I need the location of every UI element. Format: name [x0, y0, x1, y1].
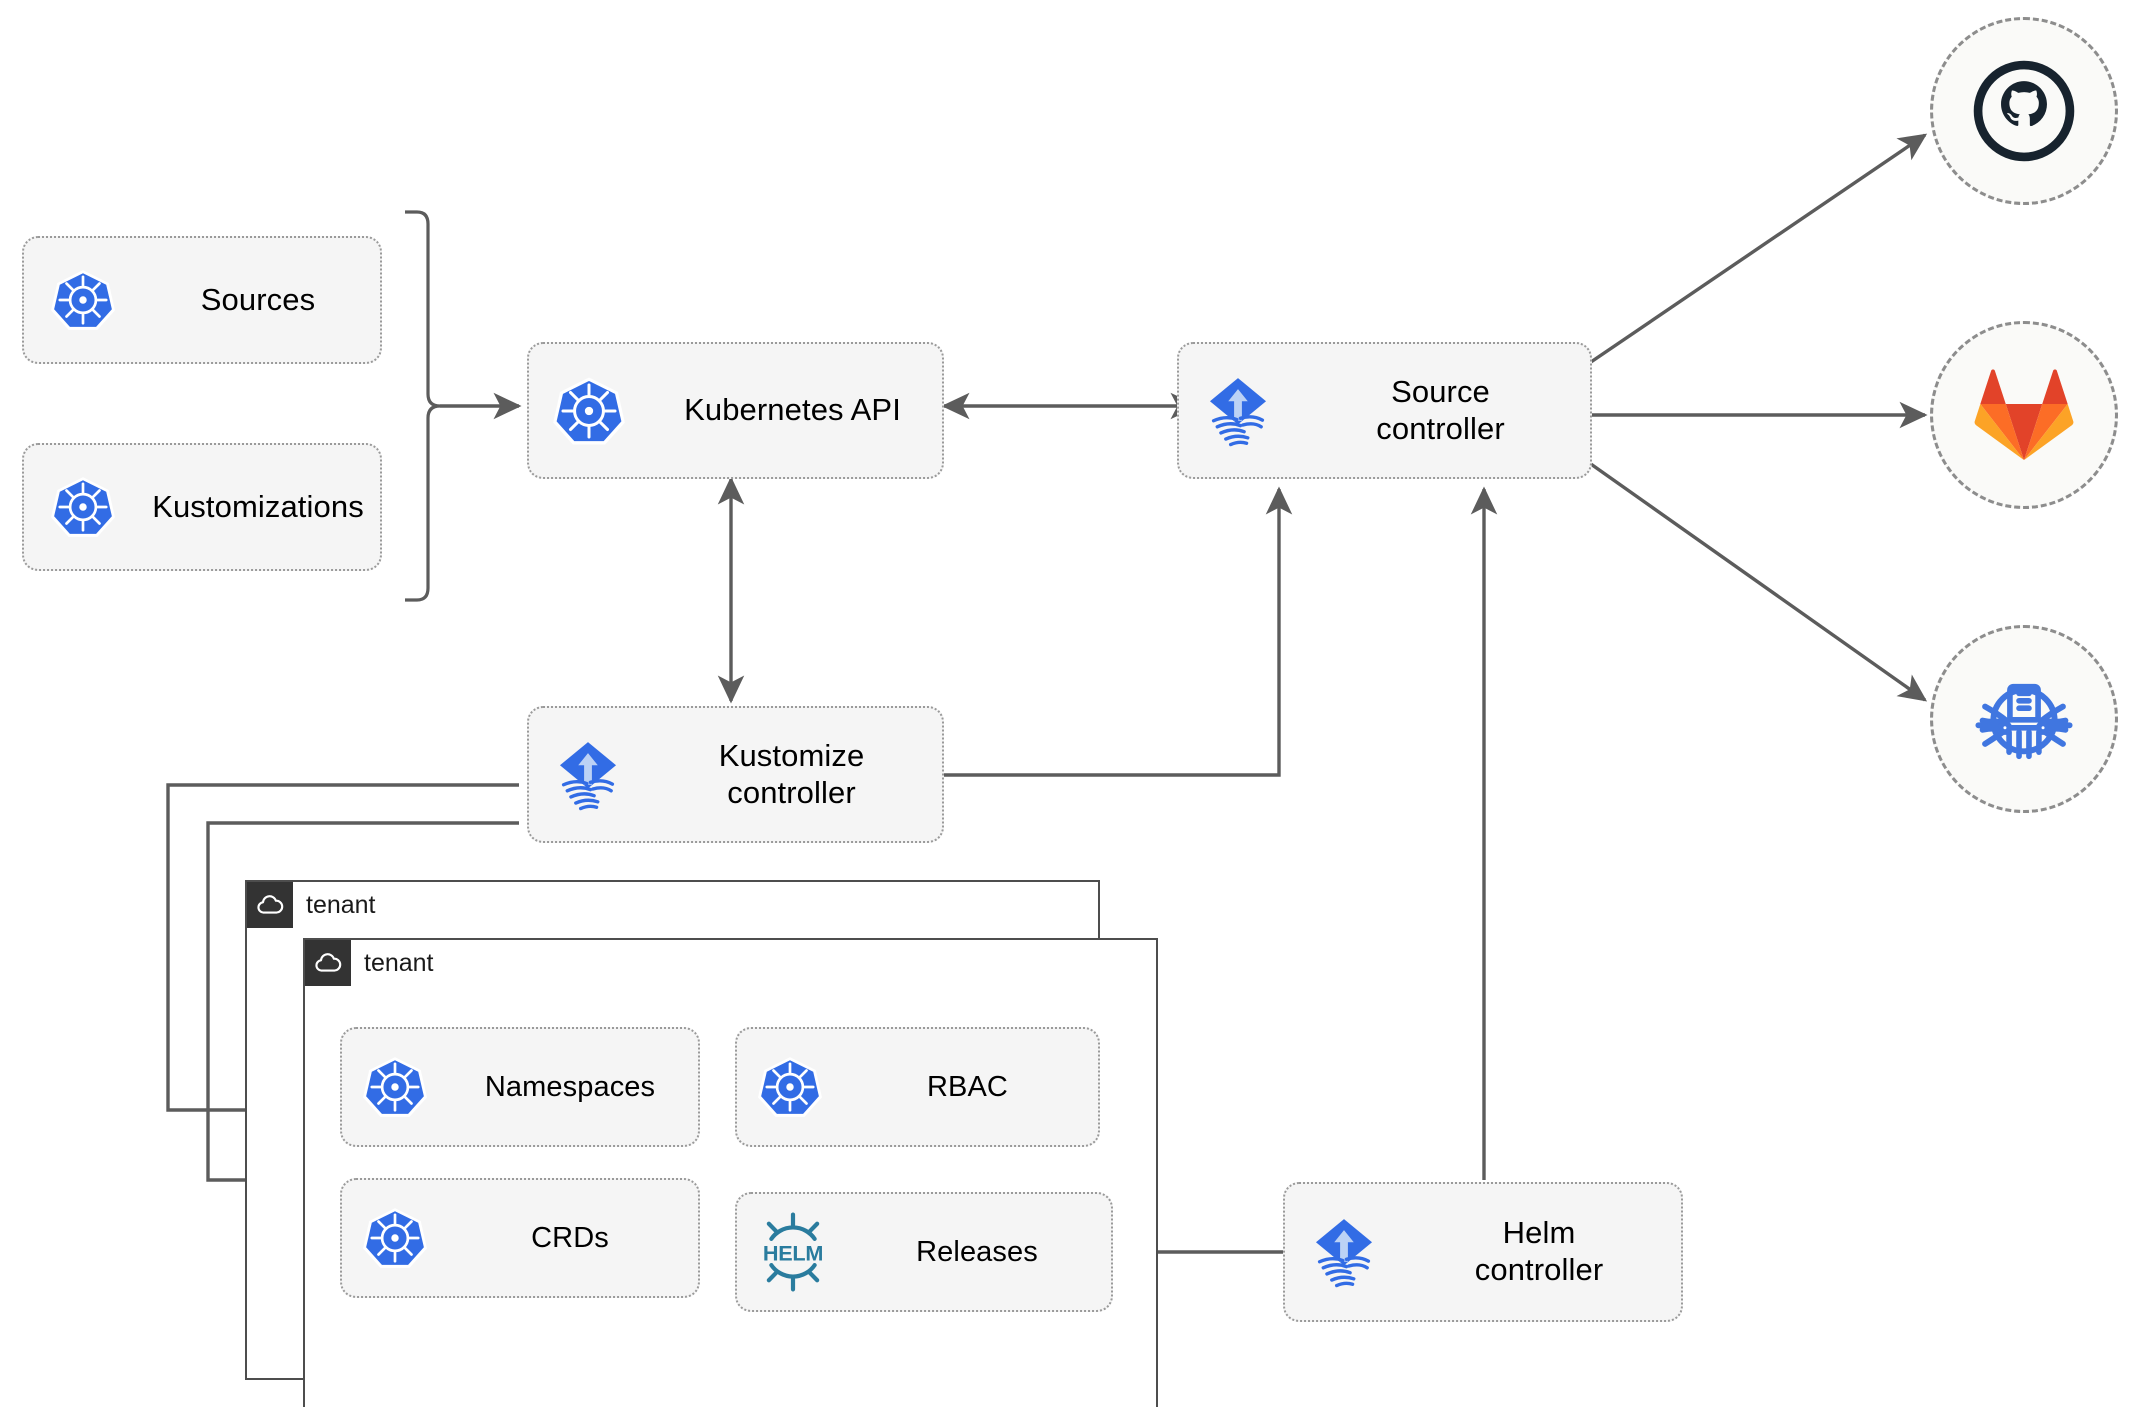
node-rbac-label: RBAC	[927, 1070, 1008, 1103]
node-crds-label: CRDs	[531, 1221, 609, 1254]
kubernetes-icon	[342, 1054, 448, 1120]
node-source-controller-label: Source controller	[1376, 373, 1505, 446]
node-kustomize-controller[interactable]: Kustomize controller	[527, 706, 944, 843]
node-rbac[interactable]: RBAC	[735, 1027, 1100, 1147]
endpoint-chartmuseum[interactable]	[1930, 625, 2118, 813]
kubernetes-icon	[24, 267, 142, 333]
kubernetes-icon	[737, 1054, 843, 1120]
tenant-outer-header: tenant	[247, 882, 376, 928]
node-helm-controller-label: Helm controller	[1474, 1215, 1604, 1287]
endpoint-github[interactable]	[1930, 17, 2118, 205]
node-namespaces-label: Namespaces	[484, 1070, 656, 1103]
node-sources[interactable]: Sources	[22, 236, 382, 364]
svg-text:HELM: HELM	[763, 1241, 823, 1266]
endpoint-gitlab[interactable]	[1930, 321, 2118, 509]
cloud-icon	[247, 882, 293, 928]
node-kubernetes-api-label: Kubernetes API	[684, 392, 901, 428]
node-releases[interactable]: HELM Releases	[735, 1192, 1113, 1312]
node-sources-label: Sources	[200, 281, 316, 317]
node-kustomizations-label: Kustomizations	[152, 488, 364, 524]
tenant-inner-header: tenant	[305, 940, 434, 986]
node-kustomizations[interactable]: Kustomizations	[22, 443, 382, 571]
kubernetes-icon	[342, 1205, 448, 1271]
tenant-inner-label: tenant	[364, 948, 434, 977]
node-kubernetes-api[interactable]: Kubernetes API	[527, 342, 944, 479]
flux-icon	[1179, 372, 1297, 450]
flux-icon	[1285, 1213, 1403, 1291]
node-crds[interactable]: CRDs	[340, 1178, 700, 1298]
node-namespaces[interactable]: Namespaces	[340, 1027, 700, 1147]
cloud-icon	[305, 940, 351, 986]
tenant-inner-frame: tenant	[303, 938, 1158, 1407]
node-helm-controller[interactable]: Helm controller	[1283, 1182, 1683, 1322]
github-icon	[1973, 60, 2075, 162]
node-kustomize-controller-label: Kustomize controller	[718, 737, 865, 810]
kubernetes-icon	[24, 474, 142, 540]
flux-icon	[529, 736, 647, 814]
chartmuseum-icon	[1975, 683, 2073, 760]
node-source-controller[interactable]: Source controller	[1177, 342, 1592, 479]
node-releases-label: Releases	[916, 1235, 1038, 1268]
tenant-outer-label: tenant	[306, 890, 376, 919]
kubernetes-icon	[529, 374, 649, 448]
helm-icon: HELM	[737, 1210, 849, 1294]
gitlab-icon	[1974, 369, 2074, 461]
